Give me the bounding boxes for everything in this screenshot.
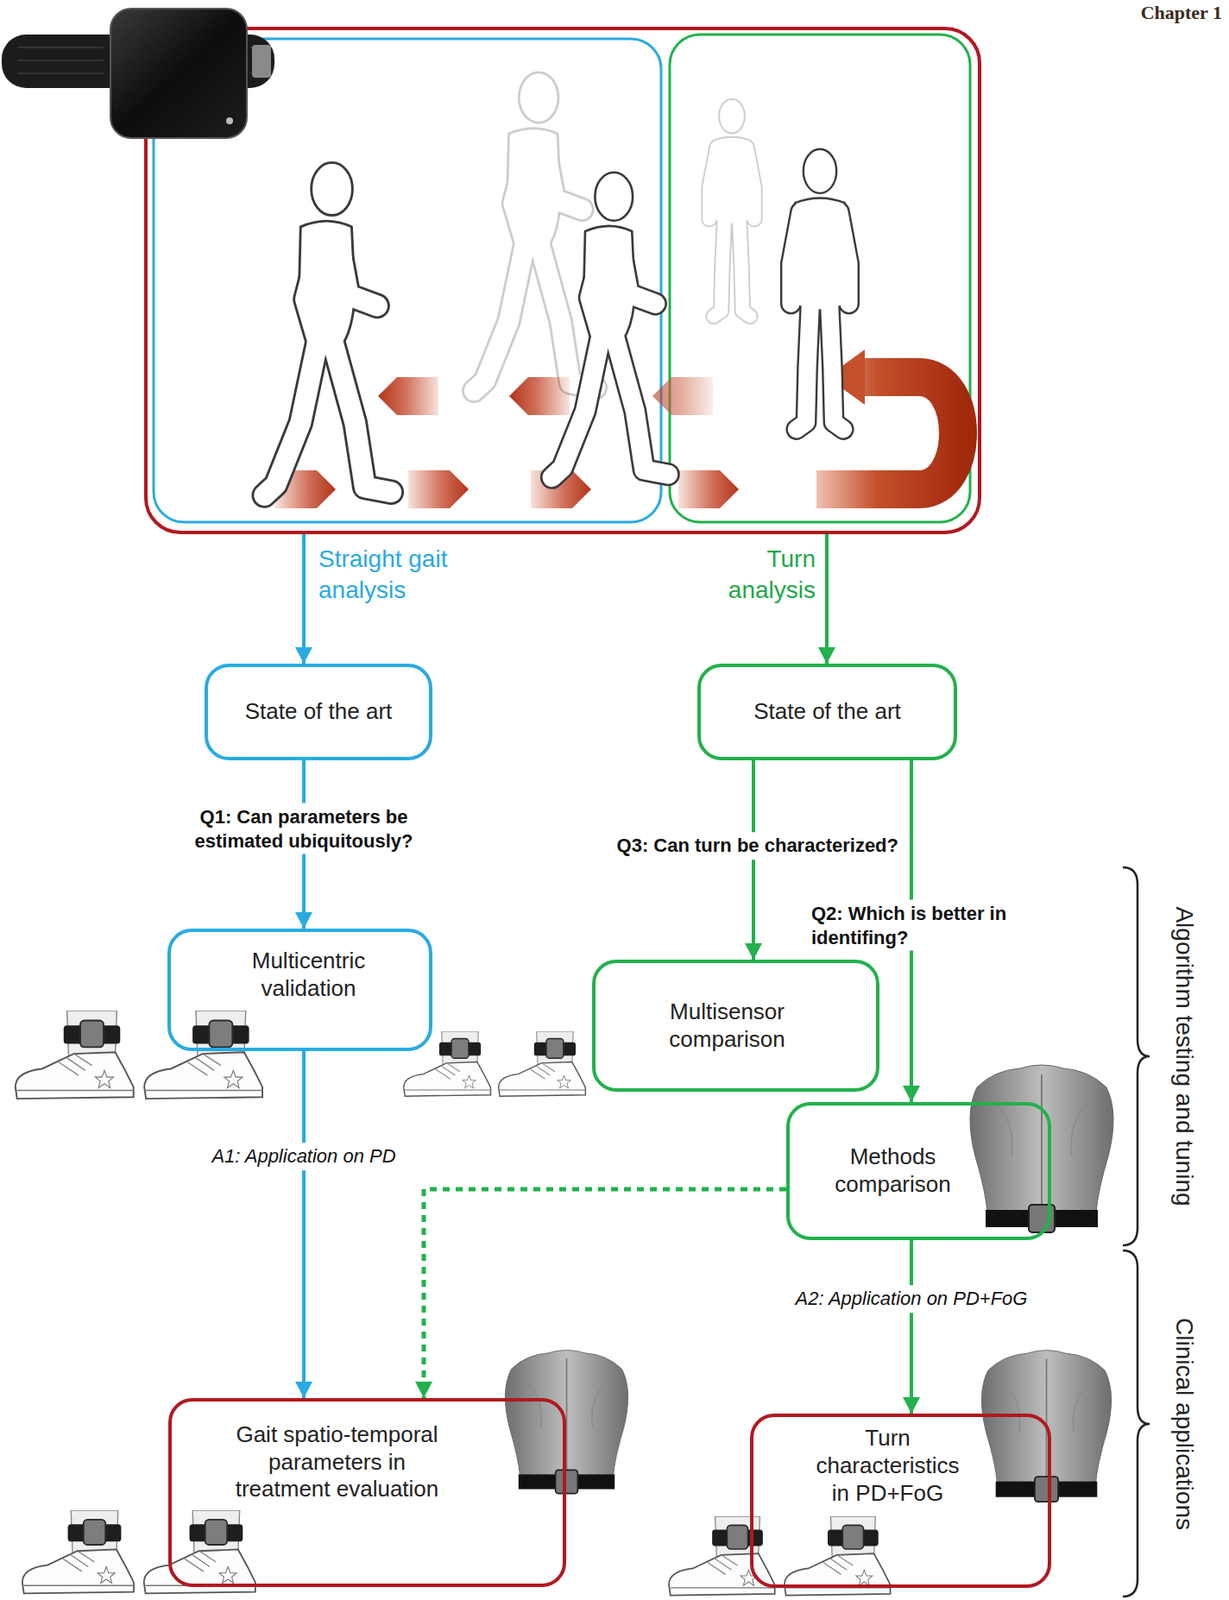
section-braces-part [1122,1250,1150,1597]
node-text: Multicentric validation [222,947,395,1003]
path-arrows-part [408,470,469,509]
ankle-sensors [15,1010,891,1596]
ankle-sensors-part [403,1031,587,1097]
section-braces [1122,867,1150,1597]
result-box: Turn characteristics in PD+FoG [750,1413,1052,1589]
connector-arrow [909,1240,914,1414]
walking-figures-part [264,162,391,496]
node-text: Turn characteristics in PD+FoG [805,1424,971,1507]
edge-label: A1: Application on PD [207,1142,400,1171]
connector-arrow [423,1189,787,1399]
section-braces-part [1122,867,1150,1246]
trunk-sensors-part [504,1349,628,1494]
process-box: Methods comparison [786,1102,1052,1241]
wrist-sensor-part [252,44,272,78]
node-text: Multisensor comparison [647,998,807,1053]
edge-label: Q2: Which is better in identifing? [806,900,1066,952]
trunk-sensors [504,1065,1114,1502]
trunk-sensors-part [981,1350,1111,1503]
path-arrows-part [378,377,439,416]
node-text: Gait spatio-temporal parameters in treat… [232,1421,442,1504]
bracket-label: Algorithm testing and tuning [1170,906,1198,1206]
input-arrows-part [825,534,829,664]
edge-label: A2: Application on PD+FoG [791,1285,1033,1313]
input-arrows [303,534,827,664]
connector-arrow [302,1051,306,1399]
process-box: State of the art [697,663,958,761]
bracket-label: Clinical applications [1170,1317,1198,1531]
edge-label: Q3: Can turn be characterized? [612,831,903,860]
process-box: State of the art [204,663,433,761]
section-label: Turn analysis [703,543,816,607]
process-box: Multicentric validation [167,928,433,1052]
panel-frames-part [145,28,980,533]
path-arrows-part [652,377,713,416]
node-text: State of the art [753,698,902,726]
trunk-sensors-part [970,1065,1114,1233]
wrist-sensor-part [226,117,234,125]
ankle-sensors-part [15,1010,263,1099]
walking-figures-part [552,172,669,479]
chapter-label: Chapter 1 [1140,1,1223,25]
walking-figures-part [790,149,849,430]
walking-figures-part [473,72,596,391]
edge-label: Q1: Can parameters be estimated ubiquito… [161,803,447,855]
process-box: Multisensor comparison [592,959,880,1092]
ankle-sensors-part [668,1516,890,1596]
result-box: Gait spatio-temporal parameters in treat… [168,1398,567,1588]
panel-frames-part [669,34,971,523]
walking-figures-part [709,99,755,317]
section-label: Straight gait analysis [318,543,492,607]
wrist-sensor-part [110,8,247,139]
node-text: State of the art [245,698,393,726]
path-arrows-part [678,470,739,509]
input-arrows-part [302,534,306,664]
panel-frames [145,28,980,533]
node-text: Methods comparison [815,1143,971,1198]
wrist-sensor [1,8,275,139]
ankle-sensors-part [22,1510,256,1594]
walking-figures [264,72,849,496]
connector-arrow [751,760,756,960]
